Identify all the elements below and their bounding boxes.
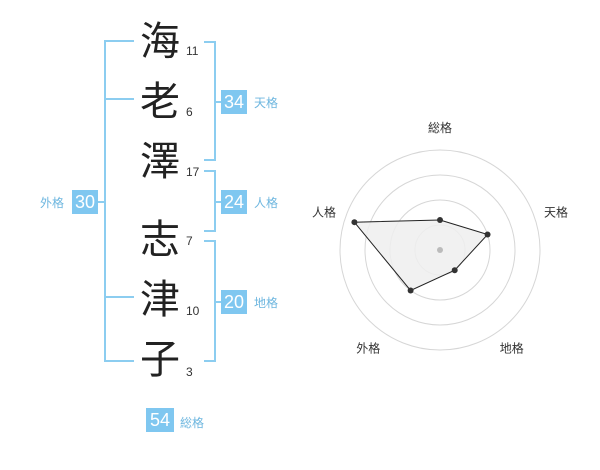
bracket-tick <box>104 98 134 100</box>
chikaku-value: 20 <box>221 290 247 314</box>
name-char-5: 津 <box>140 277 180 323</box>
radar-polygon <box>353 219 489 292</box>
stroke-count-6: 3 <box>186 365 193 379</box>
tenkaku-label: 天格 <box>254 96 279 110</box>
radar-axis-label: 地格 <box>500 341 524 356</box>
radar-point <box>351 219 358 226</box>
stroke-count-5: 10 <box>186 304 200 318</box>
jinkaku-connector <box>214 201 222 203</box>
radar-point <box>437 217 443 223</box>
name-char-4: 志 <box>140 217 180 263</box>
stroke-count-1: 11 <box>186 44 199 58</box>
gaikaku-label: 外格 <box>40 196 65 210</box>
radar-axis-label: 外格 <box>356 341 380 356</box>
chikaku-connector <box>214 301 222 303</box>
name-char-2: 老 <box>140 79 180 125</box>
radar-ring <box>339 149 541 351</box>
radar-axis-label: 天格 <box>544 204 568 219</box>
radar-axis-label: 人格 <box>312 204 336 219</box>
gaikaku-connector <box>98 201 106 203</box>
radar-point <box>484 231 491 238</box>
gaikaku-value: 30 <box>72 190 98 214</box>
gaikaku-bracket <box>104 40 134 362</box>
name-char-6: 子 <box>140 337 180 383</box>
tenkaku-value: 34 <box>221 90 247 114</box>
radar-point <box>451 267 458 274</box>
bracket-tick <box>104 296 134 298</box>
soukaku-value: 54 <box>146 408 174 432</box>
chikaku-label: 地格 <box>254 296 279 310</box>
name-char-3: 澤 <box>140 139 180 185</box>
stroke-count-2: 6 <box>186 105 193 119</box>
soukaku-label: 総格 <box>180 416 205 430</box>
radar-ring <box>364 174 516 326</box>
radar-axis-label: 総格 <box>428 120 452 135</box>
stroke-count-3: 17 <box>186 165 200 179</box>
jinkaku-label: 人格 <box>254 196 279 210</box>
tenkaku-connector <box>214 101 222 103</box>
radar-point <box>407 287 414 294</box>
stroke-count-4: 7 <box>186 234 193 248</box>
name-char-1: 海 <box>140 19 180 65</box>
jinkaku-value: 24 <box>221 190 247 214</box>
radar-center <box>437 247 443 253</box>
